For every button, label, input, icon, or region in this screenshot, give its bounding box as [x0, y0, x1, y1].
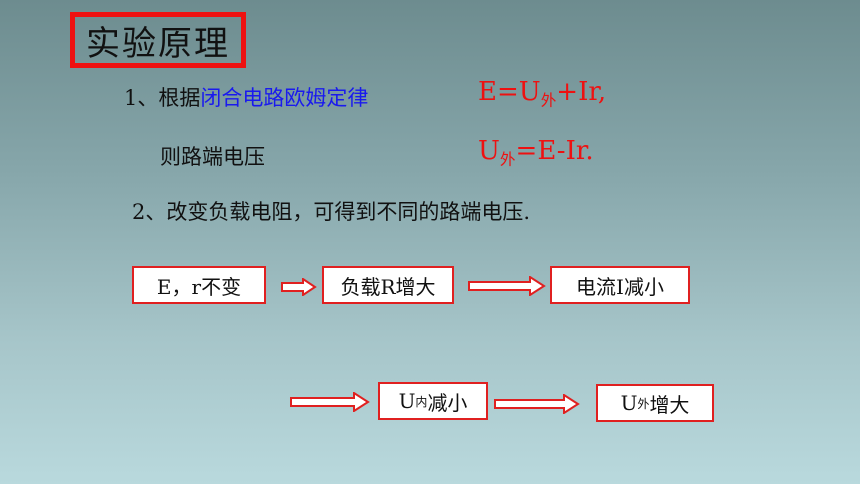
item-1: 1、根据闭合电路欧姆定律	[124, 82, 368, 112]
terminal-voltage-label: 则路端电压	[160, 145, 265, 169]
formula-1-subscript: 外	[540, 91, 557, 110]
arrow-right-icon	[494, 394, 580, 414]
formula-1-part-b: +Ir,	[556, 77, 607, 107]
arrow-right-icon	[468, 276, 546, 296]
formula-2-part-a: U	[478, 136, 500, 166]
arrow-right-icon	[281, 278, 317, 296]
formula-1-part-a: E=U	[478, 77, 541, 107]
item-2: 2、改变负载电阻，可得到不同的路端电压.	[132, 200, 531, 224]
title-box: 实验原理	[70, 12, 246, 68]
box-5-subscript: 外	[637, 396, 650, 411]
box-4-subscript: 内	[415, 394, 428, 409]
flow-box-current-decrease: 电流I减小	[550, 266, 690, 304]
flow-box-load-increase: 负载R增大	[322, 266, 454, 304]
ohm-law-label: 闭合电路欧姆定律	[200, 86, 369, 110]
box-4-part-b: 减小	[427, 390, 468, 415]
item-1-prefix: 1、根据	[124, 86, 201, 110]
formula-2: U外=E-Ir.	[478, 136, 594, 169]
formula-2-subscript: 外	[499, 150, 516, 169]
slide-title: 实验原理	[86, 23, 230, 64]
flow-box-emf-constant: E，r不变	[132, 266, 266, 304]
box-4-part-a: U	[398, 389, 416, 413]
box-5-part-a: U	[620, 391, 638, 415]
formula-2-part-b: =E-Ir.	[515, 136, 594, 166]
box-5-part-b: 增大	[649, 392, 690, 417]
formula-1: E=U外+Ir,	[478, 77, 606, 110]
arrow-right-icon	[290, 392, 370, 412]
